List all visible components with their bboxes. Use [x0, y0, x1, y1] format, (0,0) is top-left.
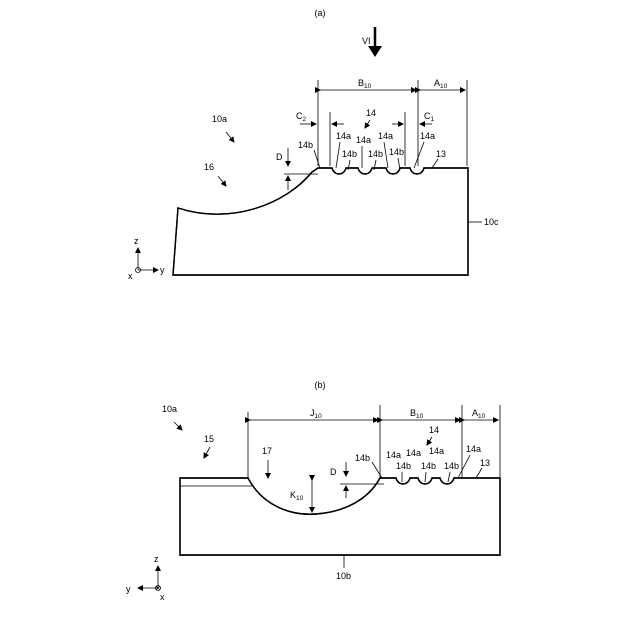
leader-14-b: [427, 437, 432, 445]
label-14-b: 14: [429, 425, 439, 435]
label-14b-b2: 14b: [396, 461, 411, 471]
axis-y-label-b: y: [126, 584, 131, 594]
body-b: [180, 478, 500, 555]
label-16: 16: [204, 162, 214, 172]
label-14a-3: 14a: [378, 131, 393, 141]
leader-14b-b1: [372, 462, 382, 478]
label-17: 17: [262, 446, 272, 456]
leader-15: [204, 447, 210, 458]
label-b10-b: B10: [410, 408, 424, 420]
label-14a-b2: 14a: [406, 448, 421, 458]
label-14b-4: 14b: [389, 147, 404, 157]
leader-10a-a: [226, 132, 234, 142]
label-14b-2: 14b: [342, 149, 357, 159]
panel-b: (b) J10 B10 A10 14 14a 14a 14a 14a 14b 1…: [126, 380, 500, 602]
label-14b-3: 14b: [368, 149, 383, 159]
label-10c: 10c: [484, 217, 499, 227]
axes-b: z y x: [126, 554, 165, 602]
label-14b-b1: 14b: [355, 453, 370, 463]
leader-13-a: [432, 159, 438, 168]
leader-14a-b4: [458, 455, 470, 478]
label-10a-a: 10a: [212, 114, 227, 124]
label-15: 15: [204, 434, 214, 444]
label-a10-b: A10: [472, 408, 486, 420]
view-arrow-head: [368, 46, 382, 57]
leader-14a-4: [414, 142, 424, 168]
label-c2: C2: [296, 111, 307, 123]
view-label: VI: [362, 36, 371, 46]
label-14-a: 14: [366, 108, 376, 118]
label-13-a: 13: [436, 149, 446, 159]
label-14b-1: 14b: [298, 140, 313, 150]
panel-a: (a) VI B10 A10 C2 C1 14 14a 14a 14a: [128, 8, 499, 281]
leader-14b-4: [398, 158, 400, 170]
label-14b-b3: 14b: [421, 461, 436, 471]
leader-14a-1: [336, 142, 340, 168]
label-14a-b4: 14a: [466, 444, 481, 454]
label-k10: K10: [290, 490, 304, 502]
label-b10-a: B10: [358, 78, 372, 90]
label-14a-4: 14a: [420, 131, 435, 141]
axis-z-label-b: z: [154, 554, 159, 564]
axis-z-label-a: z: [134, 236, 139, 246]
panel-b-caption: (b): [315, 380, 326, 390]
label-d-a: D: [276, 152, 283, 162]
leader-14b-1: [314, 150, 320, 168]
label-10a-b: 10a: [162, 404, 177, 414]
label-j10: J10: [310, 408, 322, 420]
axis-x-label-b: x: [160, 592, 165, 602]
leader-14a-3: [384, 142, 388, 168]
leader-10a-b: [174, 422, 182, 430]
axes-a: z y x: [128, 236, 165, 281]
label-c1: C1: [424, 111, 435, 123]
label-14b-b4: 14b: [444, 461, 459, 471]
leader-14b-b4: [448, 472, 450, 482]
label-14a-1: 14a: [336, 131, 351, 141]
axis-x-label-a: x: [128, 271, 133, 281]
label-14a-b3: 14a: [429, 446, 444, 456]
label-a10-a: A10: [434, 78, 448, 90]
body-a: [173, 168, 468, 275]
panel-a-caption: (a): [315, 8, 326, 18]
leader-16: [218, 176, 226, 186]
leader-14-a: [365, 120, 370, 128]
label-14a-b1: 14a: [386, 450, 401, 460]
axis-y-label-a: y: [160, 265, 165, 275]
label-10b: 10b: [336, 571, 351, 581]
label-14a-2: 14a: [356, 135, 371, 145]
leader-14b-b3: [425, 472, 426, 482]
label-13-b: 13: [480, 458, 490, 468]
label-d-b: D: [330, 467, 337, 477]
leader-13-b: [476, 468, 482, 478]
